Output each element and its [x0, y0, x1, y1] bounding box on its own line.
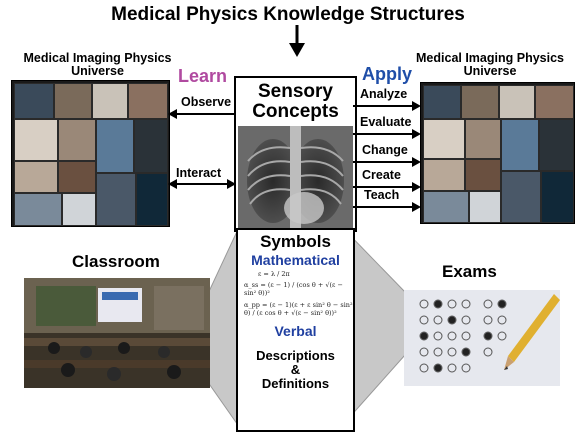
right-imaging-collage	[420, 82, 575, 224]
interact-arrow	[168, 179, 236, 189]
verb-teach: Teach	[364, 188, 400, 202]
descriptions-label: Descriptions	[256, 348, 335, 363]
definitions-label: Definitions	[261, 376, 330, 391]
chest-xray-image	[238, 126, 353, 230]
learn-label: Learn	[178, 66, 228, 86]
sensory-concepts-box: Sensory Concepts	[234, 76, 357, 232]
verb-analyze: Analyze	[360, 87, 408, 101]
apply-label: Apply	[362, 64, 413, 84]
classroom-label: Classroom	[72, 252, 160, 271]
symbols-title: Symbols	[260, 232, 331, 251]
teach-arrow	[353, 202, 421, 212]
page-title: Medical Physics Knowledge Structures	[111, 4, 465, 25]
create-arrow	[353, 182, 421, 192]
sensory-concepts-title: Sensory Concepts	[252, 81, 339, 122]
ampersand-label: &	[290, 362, 301, 377]
exams-label: Exams	[442, 262, 497, 281]
equation-1: ε = λ / 2π	[258, 270, 290, 278]
right-universe-header: Medical Imaging Physics Universe	[416, 51, 564, 78]
verb-create: Create	[362, 168, 401, 182]
equation-2: α_ss = (ε − 1) / (cos θ + √(ε − sin² θ))…	[244, 281, 343, 297]
analyze-arrow	[353, 101, 421, 111]
classroom-photo	[24, 278, 210, 388]
exam-sheet-photo	[404, 290, 560, 386]
equation-3: α_pp = (ε − 1)(ε + ε sin² θ − sin² θ) / …	[244, 301, 353, 317]
observe-arrow	[168, 109, 234, 119]
evaluate-arrow	[353, 129, 421, 139]
verb-interact: Interact	[176, 166, 222, 180]
verbal-label: Verbal	[274, 323, 317, 339]
left-imaging-collage	[11, 80, 170, 227]
verb-observe: Observe	[181, 95, 232, 109]
verb-evaluate: Evaluate	[360, 115, 412, 129]
verb-change: Change	[362, 143, 408, 157]
title-down-arrow	[289, 25, 305, 57]
symbols-box: Symbols Mathematical ε = λ / 2π α_ss = (…	[236, 228, 355, 432]
mathematical-label: Mathematical	[251, 252, 340, 268]
change-arrow	[353, 157, 421, 167]
left-universe-header: Medical Imaging Physics Universe	[23, 51, 172, 78]
